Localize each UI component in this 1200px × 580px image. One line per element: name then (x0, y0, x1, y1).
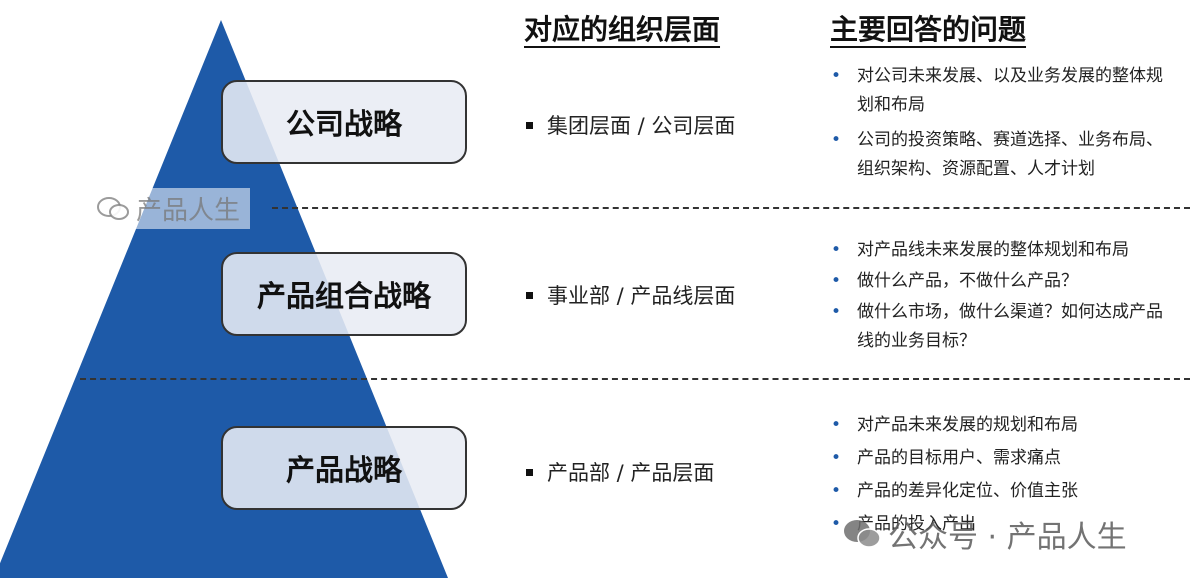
question-item: •对产品线未来发展的整体规划和布局 (825, 236, 1170, 265)
question-item: •对产品未来发展的规划和布局 (825, 411, 1170, 440)
bullet-dot-icon: • (831, 481, 842, 501)
question-item: •公司的投资策略、赛道选择、业务布局、组织架构、资源配置、人才计划 (825, 126, 1170, 184)
square-bullet-icon (526, 468, 533, 476)
level-box-product-strategy: 产品战略 (221, 426, 467, 510)
questions-list-corporate: •对公司未来发展、以及业务发展的整体规划和布局 •公司的投资策略、赛道选择、业务… (825, 62, 1170, 190)
question-item: •对公司未来发展、以及业务发展的整体规划和布局 (825, 62, 1170, 120)
watermark-bottom: 公众号 · 产品人生 (842, 512, 1127, 556)
bullet-dot-icon: • (831, 448, 842, 468)
question-item: •做什么市场，做什么渠道？如何达成产品线的业务目标？ (825, 298, 1170, 356)
watermark-top: 产品人生 (92, 188, 251, 229)
org-item-product: 产品部 / 产品层面 (526, 457, 714, 487)
question-item: •产品的差异化定位、价值主张 (825, 477, 1170, 506)
org-item-portfolio: 事业部 / 产品线层面 (526, 280, 735, 310)
wechat-icon (844, 520, 881, 548)
square-bullet-icon (526, 121, 533, 129)
header-main-questions: 主要回答的问题 (830, 13, 1027, 46)
org-text: 事业部 / 产品线层面 (547, 284, 736, 308)
divider-bottom (80, 378, 1190, 380)
org-item-corporate: 集团层面 / 公司层面 (526, 110, 735, 140)
questions-list-portfolio: •对产品线未来发展的整体规划和布局 •做什么产品，不做什么产品？ •做什么市场，… (825, 236, 1170, 358)
header-org-level: 对应的组织层面 (524, 13, 721, 46)
wechat-icon (97, 196, 129, 220)
bullet-dot-icon: • (831, 66, 842, 86)
question-item: •做什么产品，不做什么产品？ (825, 267, 1170, 296)
org-text: 产品部 / 产品层面 (547, 461, 715, 485)
divider-top (272, 207, 1190, 209)
level-box-portfolio-strategy: 产品组合战略 (221, 252, 467, 336)
question-item: •产品的目标用户、需求痛点 (825, 444, 1170, 473)
bullet-dot-icon: • (831, 514, 842, 534)
question-item: •产品的投入产出 (825, 510, 1170, 539)
bullet-dot-icon: • (831, 130, 842, 150)
bullet-dot-icon: • (831, 240, 842, 260)
bullet-dot-icon: • (831, 415, 842, 435)
org-text: 集团层面 / 公司层面 (547, 114, 736, 138)
level-box-corporate-strategy: 公司战略 (221, 80, 467, 164)
bullet-dot-icon: • (831, 302, 842, 322)
square-bullet-icon (526, 291, 533, 299)
questions-list-product: •对产品未来发展的规划和布局 •产品的目标用户、需求痛点 •产品的差异化定位、价… (825, 411, 1170, 543)
bullet-dot-icon: • (831, 271, 842, 291)
